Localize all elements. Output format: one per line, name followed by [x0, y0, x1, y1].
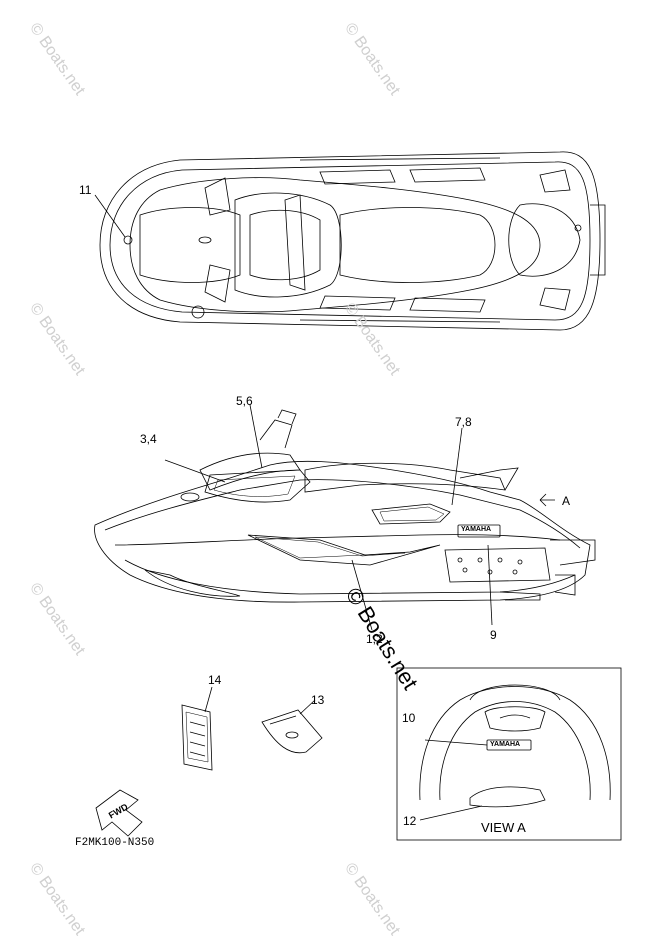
callout-9: 9	[490, 628, 497, 642]
top-view-watercraft	[94, 151, 606, 331]
callout-11: 11	[79, 183, 92, 197]
yamaha-plate-side: YAMAHA	[461, 526, 492, 533]
callout-3-4: 3,4	[140, 432, 157, 446]
callout-view-a-arrow: A	[562, 494, 571, 508]
callout-14: 14	[208, 673, 222, 687]
callout-1-2: 1,2	[366, 632, 383, 646]
callout-5-6: 5,6	[236, 394, 253, 408]
diagram-code: F2MK100-N350	[75, 837, 155, 849]
part-13-pouch	[261, 699, 323, 754]
callout-13: 13	[311, 693, 325, 707]
callout-7-8: 7,8	[455, 415, 472, 429]
view-a-label: VIEW A	[481, 820, 526, 835]
yamaha-plate-view-a: YAMAHA	[490, 741, 521, 748]
fwd-arrow	[95, 789, 143, 837]
callout-12: 12	[403, 814, 417, 828]
part-14-tag	[181, 686, 213, 771]
side-view-watercraft	[94, 404, 596, 631]
view-a-inset	[396, 667, 622, 841]
callout-10: 10	[402, 711, 416, 725]
